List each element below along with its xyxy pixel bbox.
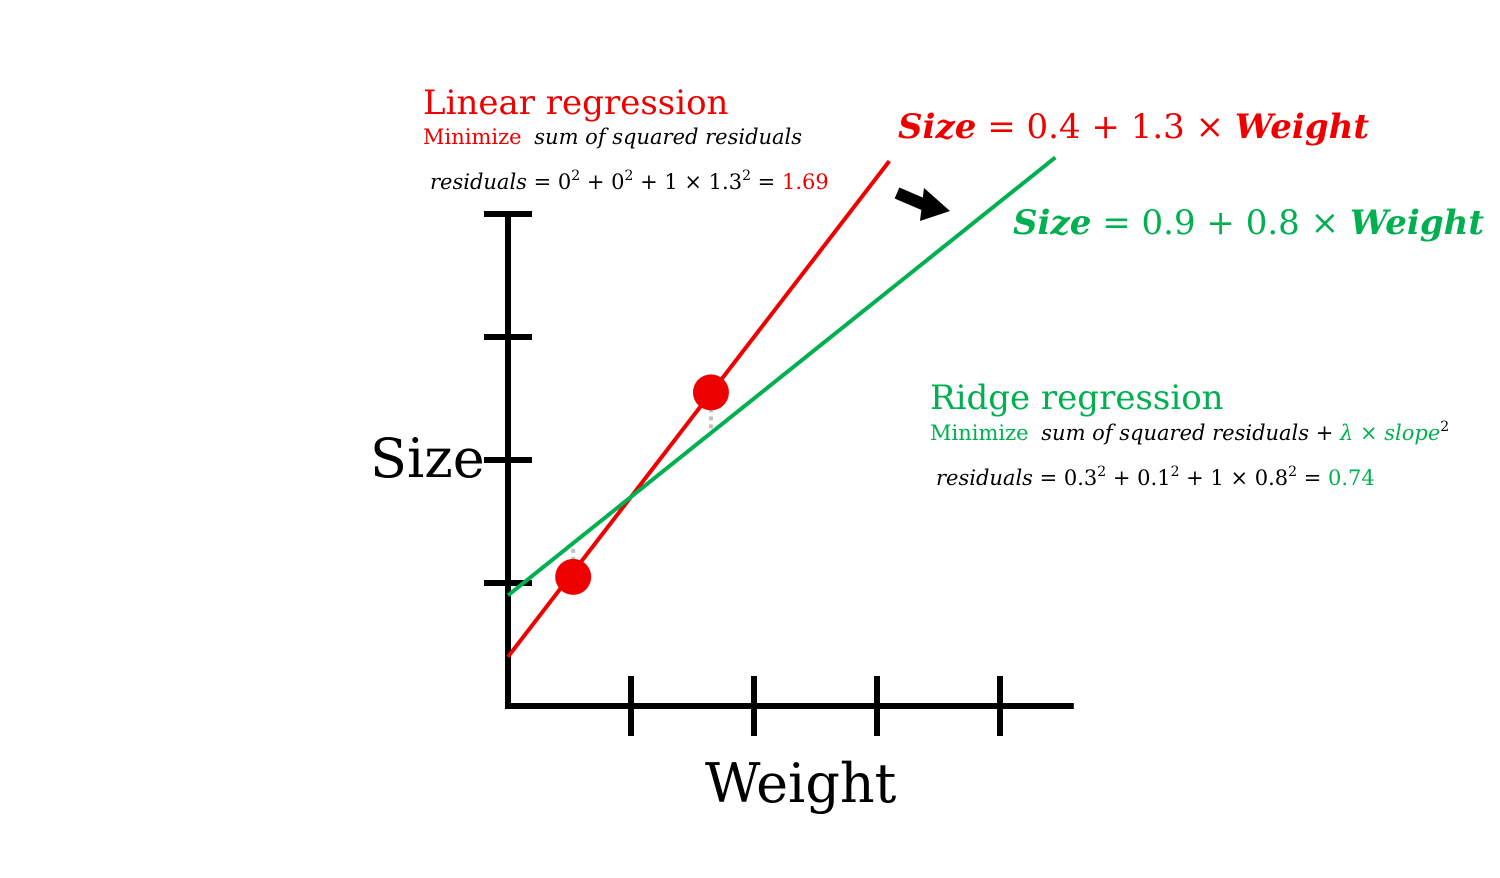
ridge-residuals-eq: = [1297,466,1328,490]
linear-eq-lhs: Size [898,107,976,147]
arrow-icon [894,187,950,221]
ridge-residuals: residuals = 0.32 + 0.12 + 1 × 0.82 = 0.7… [936,464,1375,490]
linear-residuals-part1: = 0 [527,170,571,194]
ridge-regression-line [506,155,1057,597]
ridge-objective: Minimize sum of squared residuals + λ × … [930,419,1449,445]
ridge-eq-lhs: Size [1013,203,1091,243]
ridge-eq-mid: = 0.9 + 0.8 × [1091,203,1349,243]
linear-exp-2: 2 [625,168,634,184]
linear-title: Linear regression [423,83,728,123]
ridge-eq-rhs: Weight [1350,203,1484,243]
data-point-1 [555,558,592,595]
x-axis-label: Weight [705,752,897,815]
axes [484,211,1074,736]
linear-residuals-word: residuals [430,170,527,194]
linear-exp-3: 2 [742,168,751,184]
linear-objective-word: Minimize [423,125,522,149]
data-points [555,374,729,595]
linear-residuals: residuals = 02 + 02 + 1 × 1.32 = 1.69 [430,168,829,194]
y-axis-label: Size [370,427,485,490]
ridge-equation: Size = 0.9 + 0.8 × Weight [1013,203,1484,243]
linear-residuals-part2: + 0 [580,170,624,194]
linear-exp-1: 2 [571,168,580,184]
ridge-penalty-exp: 2 [1440,419,1449,435]
ridge-residuals-part3: + 1 × 0.8 [1179,466,1288,490]
ridge-objective-word: Minimize [930,421,1029,445]
data-point-2 [692,374,729,411]
linear-residuals-eq: = [751,170,782,194]
ridge-exp-1: 2 [1097,464,1106,480]
ridge-residuals-word: residuals [936,466,1033,490]
linear-objective-rest: sum of squared residuals [534,125,802,149]
ridge-penalty: λ × slope [1339,421,1440,445]
y-ticks [484,211,532,586]
linear-residuals-value: 1.69 [782,170,829,194]
ridge-objective-rest: sum of squared residuals + [1041,421,1340,445]
linear-eq-rhs: Weight [1235,107,1369,147]
ridge-residuals-part1: = 0.3 [1033,466,1097,490]
x-ticks [628,676,1003,736]
ridge-exp-3: 2 [1288,464,1297,480]
linear-residuals-part3: + 1 × 1.3 [633,170,742,194]
ridge-residuals-value: 0.74 [1328,466,1375,490]
linear-objective: Minimize sum of squared residuals [423,125,802,149]
ridge-title: Ridge regression [930,378,1224,418]
linear-equation: Size = 0.4 + 1.3 × Weight [898,107,1369,147]
ridge-exp-2: 2 [1171,464,1180,480]
linear-eq-mid: = 0.4 + 1.3 × [976,107,1234,147]
ridge-residuals-part2: + 0.1 [1106,466,1170,490]
